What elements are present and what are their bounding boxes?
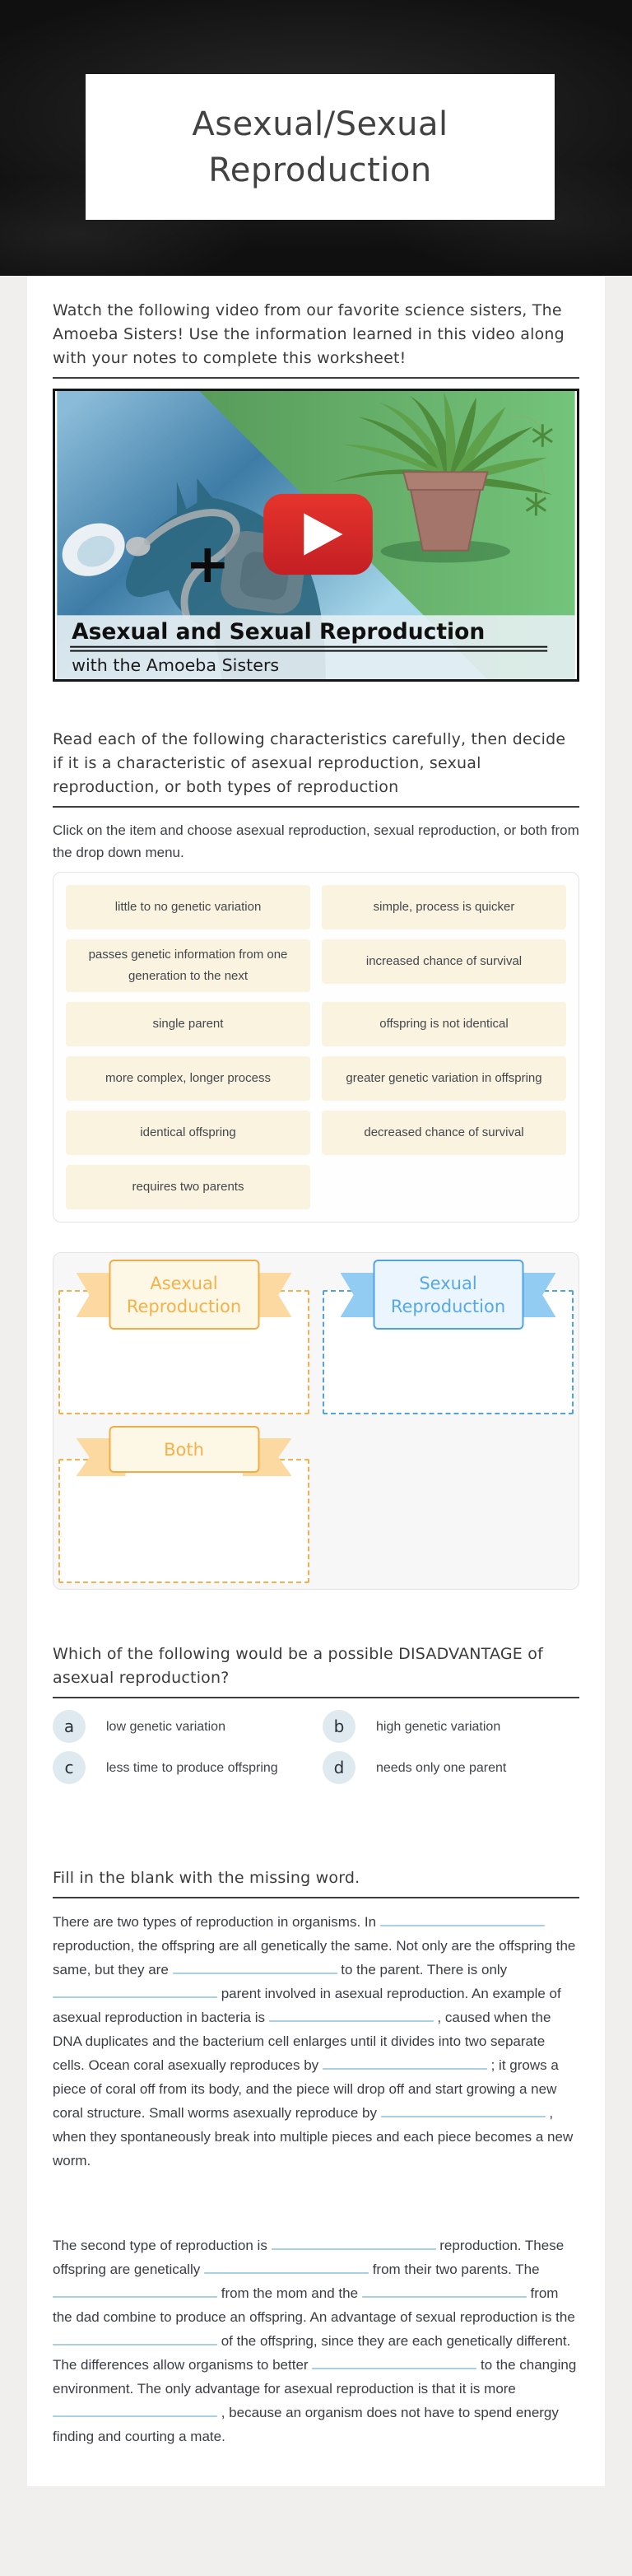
option-row[interactable]: a low genetic variation	[53, 1710, 309, 1743]
sort-item-dropdown[interactable]: single parent	[66, 1002, 310, 1046]
question-heading: Which of the following would be a possib…	[53, 1645, 543, 1687]
sorting-instructions: Click on the item and choose asexual rep…	[53, 822, 579, 860]
option-letter: c	[64, 1758, 74, 1777]
fill-blank-input[interactable]	[379, 1911, 545, 1926]
sort-item-dropdown[interactable]: requires two parents	[66, 1165, 310, 1209]
answer-options: a low genetic variation b high genetic v…	[53, 1710, 579, 1784]
plant-illustration	[333, 392, 553, 563]
both-dropzone[interactable]	[58, 1459, 309, 1583]
both-banner-label: Both	[109, 1426, 259, 1473]
both-zone: Both	[58, 1426, 309, 1583]
fill-blank-input[interactable]	[312, 2354, 477, 2369]
option-letter-badge: a	[53, 1710, 86, 1743]
fill-blank-input[interactable]	[203, 2258, 369, 2274]
title-card: Asexual/Sexual Reproduction	[86, 74, 555, 220]
fill-heading: Fill in the blank with the missing word.	[53, 1869, 360, 1887]
asexual-zone: Asexual Reproduction	[58, 1260, 309, 1414]
fill-paragraph-1: There are two types of reproduction in o…	[53, 1910, 579, 2173]
option-row[interactable]: b high genetic variation	[323, 1710, 579, 1743]
option-letter: a	[63, 1717, 75, 1736]
option-row[interactable]: d needs only one parent	[323, 1751, 579, 1784]
sort-item-dropdown[interactable]: simple, process is quicker	[322, 885, 566, 929]
option-text: needs only one parent	[376, 1760, 507, 1775]
fill-blank-input[interactable]	[361, 2282, 527, 2298]
sort-item-dropdown[interactable]: more complex, longer process	[66, 1056, 310, 1101]
option-letter-badge: b	[323, 1710, 356, 1743]
fill-blank-input[interactable]	[53, 2401, 217, 2417]
sort-item-dropdown[interactable]: decreased chance of survival	[322, 1111, 566, 1155]
sexual-banner-label: Sexual Reproduction	[373, 1260, 523, 1330]
sorting-heading: Read each of the following characteristi…	[53, 730, 566, 796]
section-rule	[53, 377, 579, 379]
worksheet: Watch the following video from our favor…	[27, 276, 605, 2486]
fill-blank-input[interactable]	[53, 1982, 217, 1998]
option-text: high genetic variation	[376, 1719, 501, 1734]
sort-item-dropdown[interactable]: little to no genetic variation	[66, 885, 310, 929]
sort-item-dropdown[interactable]: offspring is not identical	[322, 1002, 566, 1046]
option-letter: b	[333, 1717, 345, 1736]
fill-paragraph-2: The second type of reproduction is repro…	[53, 2234, 579, 2448]
page-title: Asexual/Sexual Reproduction	[192, 105, 448, 189]
video-thumbnail: +	[57, 391, 575, 679]
section-rule	[53, 1697, 579, 1698]
intro-heading: Watch the following video from our favor…	[53, 301, 565, 367]
sort-item-dropdown[interactable]: identical offspring	[66, 1111, 310, 1155]
option-row[interactable]: c less time to produce offspring	[53, 1751, 309, 1784]
fill-blank-input[interactable]	[53, 2330, 217, 2345]
option-letter-badge: d	[323, 1751, 356, 1784]
sexual-zone: Sexual Reproduction	[323, 1260, 574, 1414]
option-text: low genetic variation	[106, 1719, 225, 1734]
sort-item-dropdown[interactable]: passes genetic information from one gene…	[66, 939, 310, 992]
bins-panel: Asexual Reproduction Sexual Reproduction…	[53, 1252, 579, 1590]
fill-blank-input[interactable]	[172, 1959, 337, 1974]
option-text: less time to produce offspring	[106, 1760, 278, 1775]
chalkboard-header: Asexual/Sexual Reproduction	[0, 0, 632, 276]
fill-blank-input[interactable]	[380, 2102, 546, 2117]
section-rule	[53, 806, 579, 808]
plus-icon: +	[185, 533, 230, 595]
video-title: Asexual and Sexual Reproduction	[72, 619, 485, 645]
video-caption: Asexual and Sexual Reproduction with the…	[57, 615, 575, 679]
option-letter-badge: c	[53, 1751, 86, 1784]
fill-blank-input[interactable]	[53, 2282, 217, 2298]
section-rule	[53, 1897, 579, 1898]
fill-blank-input[interactable]	[322, 2054, 487, 2070]
video-subtitle: with the Amoeba Sisters	[72, 655, 279, 675]
sort-item-dropdown[interactable]: greater genetic variation in offspring	[322, 1056, 566, 1101]
fill-blank-input[interactable]	[271, 2234, 436, 2250]
play-button[interactable]	[263, 493, 373, 575]
sorting-items-panel: little to no genetic variation simple, p…	[53, 872, 579, 1223]
asexual-banner-label: Asexual Reproduction	[109, 1260, 259, 1330]
video-player[interactable]: +	[53, 389, 579, 682]
play-icon	[304, 513, 343, 556]
fill-blank-input[interactable]	[268, 2006, 434, 2022]
sort-item-dropdown[interactable]: increased chance of survival	[322, 939, 566, 984]
option-letter: d	[333, 1758, 345, 1777]
